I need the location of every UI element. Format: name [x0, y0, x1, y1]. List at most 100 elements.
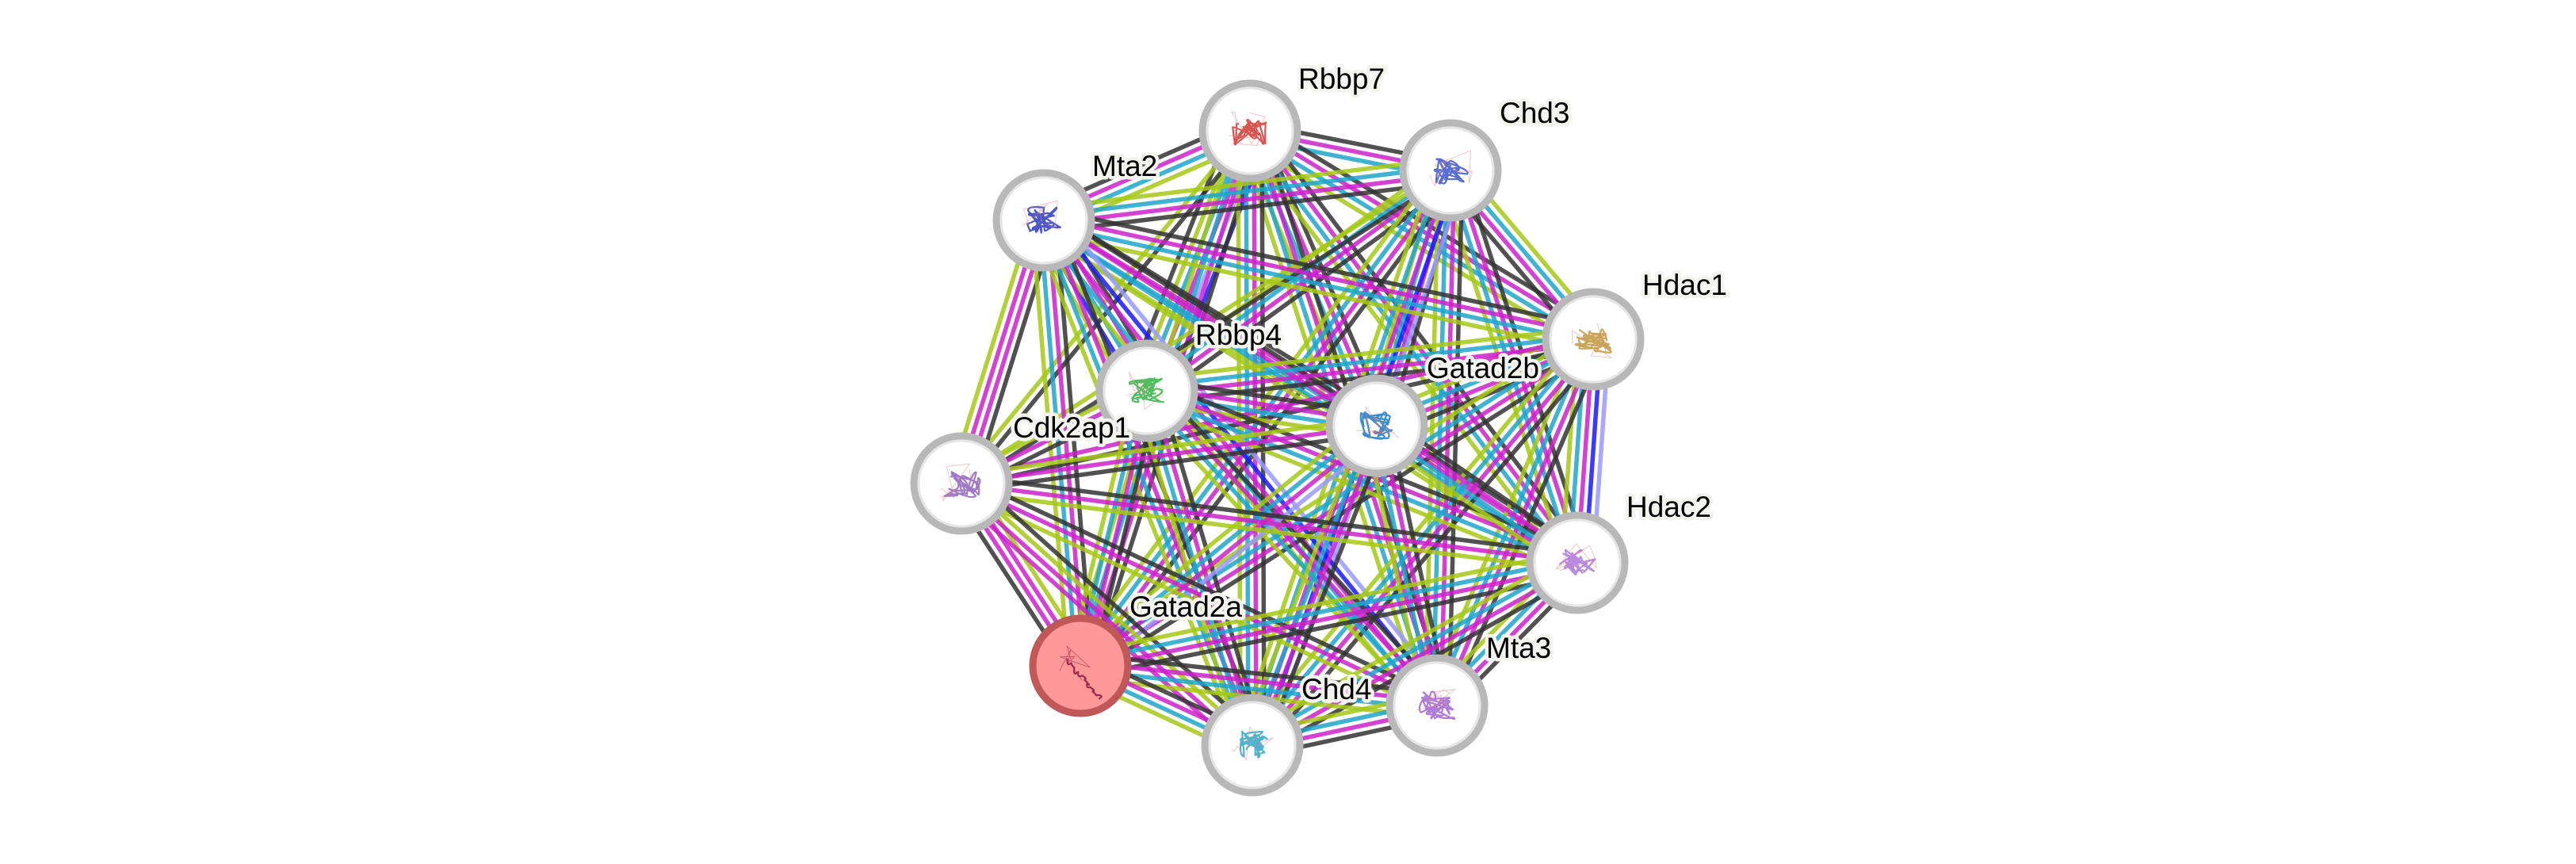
edge-evidence-magenta — [1080, 564, 1579, 672]
edge-evidence-cyan — [1076, 420, 1376, 665]
node-inner-shadow — [1208, 701, 1297, 789]
edge-evidence-magenta — [1045, 215, 1581, 562]
node-label-rbbp4: Rbbp4 — [1195, 319, 1282, 351]
edge-evidence-cyan — [1080, 667, 1437, 712]
edge-evidence-magenta — [1253, 564, 1580, 751]
edge-evidence-yellowgreen — [960, 489, 1577, 573]
edge-evidence-magenta — [1439, 339, 1599, 709]
edge-evidence-yellowgreen — [960, 415, 1376, 478]
edge-evidence-yellowgreen — [962, 479, 1257, 744]
node-rbbp7[interactable] — [1198, 79, 1301, 182]
edge-evidence-cyan — [1075, 166, 1450, 665]
node-hdac2[interactable] — [1526, 511, 1629, 614]
node-inner-shadow — [917, 439, 1006, 528]
node-label-gatad2b: Gatad2b — [1427, 352, 1539, 384]
node-mta2[interactable] — [992, 169, 1095, 272]
edge-evidence-yellowgreen — [1072, 327, 1588, 658]
edge-evidence-yellowgreen — [1041, 156, 1450, 211]
node-circle[interactable] — [1325, 374, 1428, 477]
edge-evidence-magenta — [961, 481, 1578, 565]
protein-structure-icon — [1059, 644, 1103, 700]
node-gatad2a[interactable] — [1029, 614, 1132, 717]
edge-evidence-cyan — [1249, 557, 1577, 744]
node-inner-shadow — [999, 176, 1088, 265]
edge-evidence-cyan — [1248, 335, 1592, 744]
edge-evidence-gray — [1259, 345, 1604, 755]
edge-evidence-yellowgreen — [1239, 420, 1368, 742]
edge-evidence-magenta — [1044, 172, 1451, 227]
node-label-chd3: Chd3 — [1500, 97, 1569, 129]
protein-structure-icon — [1429, 150, 1473, 187]
edge-evidence-gray — [1447, 170, 1465, 706]
edge-evidence-gray — [1085, 347, 1601, 679]
edge-evidence-cyan — [1042, 222, 1593, 346]
edge-evidence-gray — [1081, 652, 1439, 696]
edge-evidence-gray — [1257, 122, 1589, 557]
edge-evidence-cyan — [1431, 170, 1449, 705]
node-inner-shadow — [1549, 295, 1638, 384]
edge-evidence-magenta — [957, 484, 1252, 750]
protein-structure-icon — [1022, 200, 1062, 234]
edge-evidence-yellowgreen — [1071, 415, 1371, 659]
node-label-gatad2a: Gatad2a — [1129, 591, 1242, 623]
labels-layer: Rbbp7Chd3Mta2Hdac1Rbbp4Gatad2bCdk2ap1Hda… — [1010, 59, 1731, 709]
node-inner-shadow — [1393, 661, 1481, 750]
edge-evidence-gray — [1082, 572, 1580, 680]
edge-gatad2b-cdk2ap1[interactable] — [960, 415, 1378, 494]
edge-evidence-yellowgreen — [1145, 325, 1592, 381]
node-label-rbbp7: Rbbp7 — [1298, 63, 1385, 95]
node-cdk2ap1[interactable] — [910, 432, 1013, 535]
edge-evidence-gray — [1153, 380, 1448, 699]
node-rbbp4[interactable] — [1095, 339, 1198, 442]
node-inner-shadow — [1332, 381, 1421, 470]
edge-evidence-magenta — [1148, 171, 1454, 396]
protein-structure-icon — [1126, 371, 1164, 411]
nodes-layer — [910, 79, 1645, 797]
node-inner-shadow — [1206, 86, 1294, 175]
node-mta3[interactable] — [1385, 654, 1489, 757]
edge-evidence-gray — [1045, 206, 1596, 330]
edge-evidence-cyan — [1040, 221, 1577, 568]
edge-evidence-magenta — [1081, 340, 1597, 671]
protein-structure-icon — [1231, 725, 1274, 762]
edge-evidence-magenta — [960, 481, 1439, 708]
edge-mta2-hdac1[interactable] — [1041, 206, 1596, 354]
edge-gatad2b-chd4[interactable] — [1239, 420, 1390, 751]
edge-evidence-gray — [961, 473, 1579, 557]
edge-evidence-magenta — [1251, 125, 1597, 338]
node-hdac1[interactable] — [1542, 288, 1645, 391]
edge-evidence-gray — [1261, 429, 1390, 751]
node-chd4[interactable] — [1201, 694, 1304, 797]
node-label-cdk2ap1: Cdk2ap1 — [1013, 411, 1130, 444]
node-label-mta2: Mta2 — [1092, 150, 1157, 182]
node-chd3[interactable] — [1399, 119, 1502, 222]
edge-cdk2ap1-hdac2[interactable] — [960, 473, 1579, 573]
protein-structure-icon — [1355, 406, 1399, 440]
node-inner-shadow — [1533, 518, 1622, 607]
edge-evidence-cyan — [1043, 164, 1450, 219]
edge-hdac2-gatad2a[interactable] — [1077, 549, 1580, 680]
edge-evidence-blue — [1048, 213, 1445, 702]
edge-evidence-yellowgreen — [1077, 549, 1576, 656]
node-inner-shadow — [1406, 126, 1495, 215]
protein-structure-icon — [940, 463, 981, 503]
edge-evidence-magenta — [1080, 659, 1438, 704]
edge-evidence-gray — [964, 474, 1442, 701]
node-label-hdac1: Hdac1 — [1642, 269, 1727, 301]
edge-evidence-magenta — [1044, 214, 1595, 338]
protein-structure-icon — [1416, 689, 1457, 721]
edge-evidence-magenta — [961, 423, 1378, 486]
node-label-chd4: Chd4 — [1301, 673, 1371, 705]
node-label-hdac2: Hdac2 — [1626, 491, 1711, 523]
node-circle[interactable] — [1029, 614, 1132, 717]
node-inner-shadow — [1103, 346, 1191, 435]
edge-evidence-cyan — [1146, 333, 1593, 389]
protein-structure-icon — [1555, 543, 1597, 575]
protein-structure-icon — [1571, 323, 1613, 358]
protein-structure-icon — [1229, 111, 1267, 146]
edge-evidence-gray — [962, 431, 1378, 494]
node-gatad2b[interactable] — [1325, 374, 1428, 477]
edge-evidence-cyan — [1079, 556, 1577, 664]
edge-evidence-yellowgreen — [1041, 230, 1592, 354]
